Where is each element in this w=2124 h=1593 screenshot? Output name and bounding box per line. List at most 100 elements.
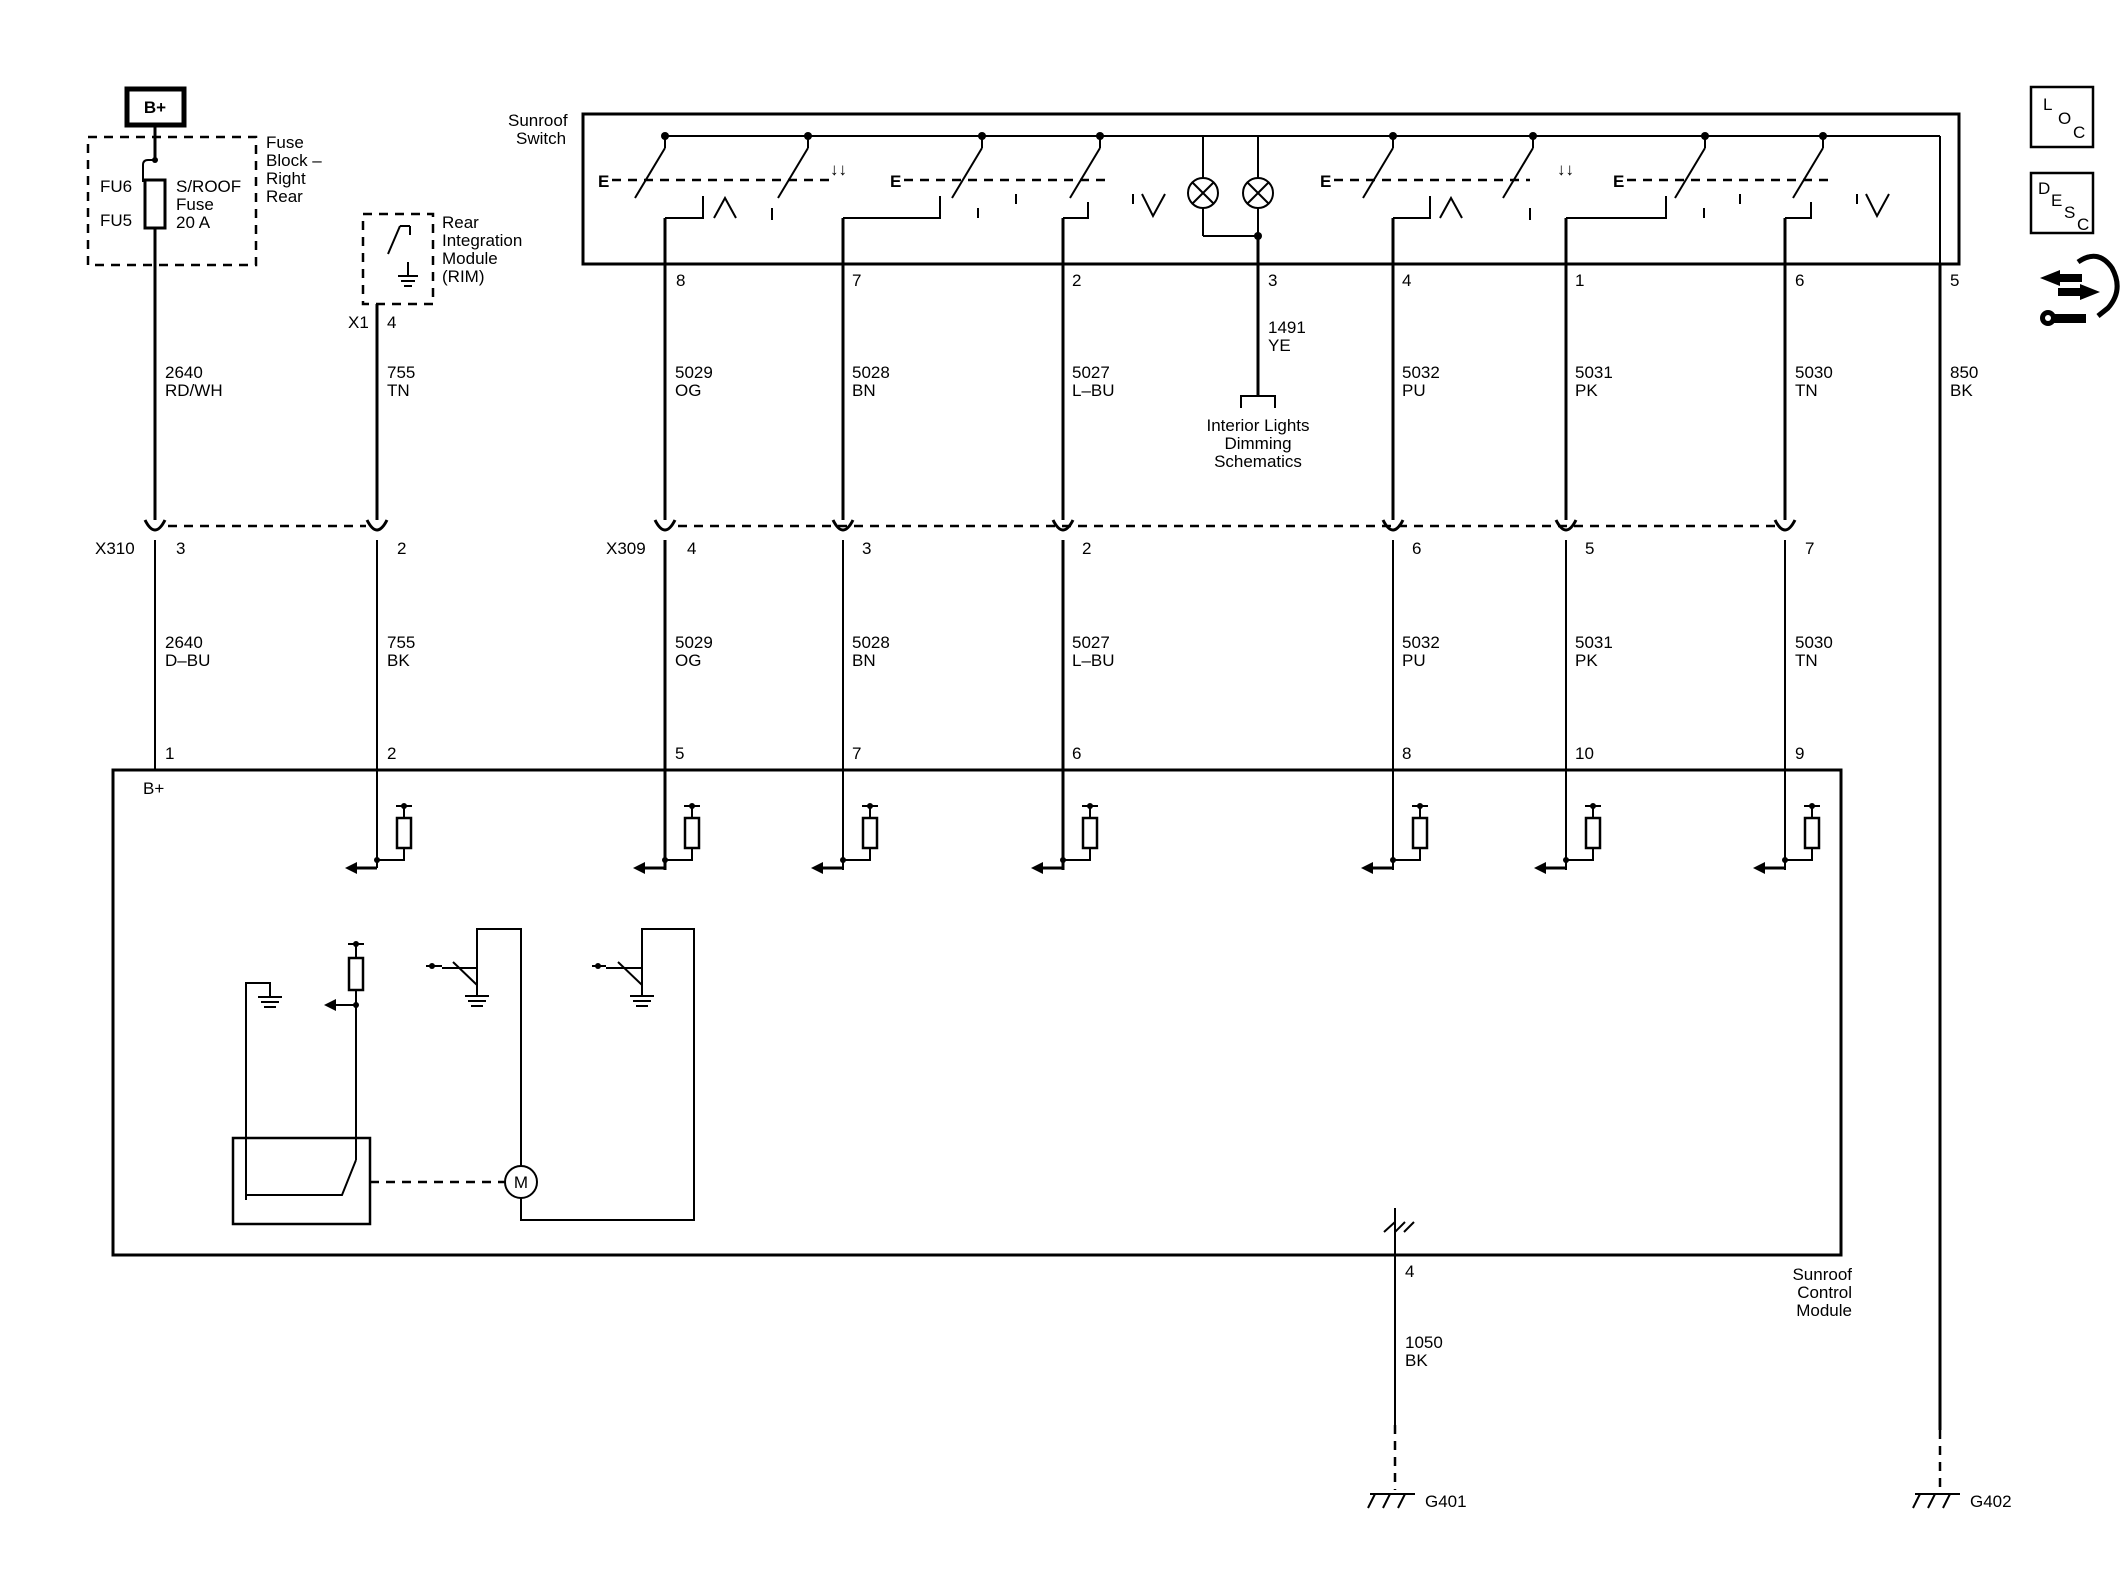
wire-5027-color: L–BU bbox=[1072, 381, 1115, 400]
sunroof-control-module: B+ Sunroof Control Module bbox=[111, 768, 1852, 1320]
wire-850-num: 850 bbox=[1950, 363, 1978, 382]
wire-5030-color: TN bbox=[1795, 381, 1818, 400]
input-circuit-pin-5 bbox=[633, 803, 701, 874]
module-pin-8: 8 bbox=[1402, 744, 1411, 763]
ground-wire-color: BK bbox=[1405, 1351, 1428, 1370]
wire-5029-lower-color: OG bbox=[675, 651, 701, 670]
rim-label-1: Rear bbox=[442, 213, 479, 232]
wire-5027-num: 5027 bbox=[1072, 363, 1110, 382]
rear-integration-module: Rear Integration Module (RIM) X1 4 bbox=[348, 212, 522, 332]
inline-pin-x310-2: 2 bbox=[397, 539, 406, 558]
connector-repair-icon[interactable] bbox=[2040, 253, 2120, 326]
ground-g402: G402 bbox=[1912, 1430, 2012, 1511]
sunroof-switch-label-2: Switch bbox=[516, 129, 566, 148]
ground-g401: G401 bbox=[1367, 1425, 1467, 1511]
ground-wire-num: 1050 bbox=[1405, 1333, 1443, 1352]
g402-label: G402 bbox=[1970, 1492, 2012, 1511]
down-arrows-icon-2: ↓↓ bbox=[1557, 160, 1574, 179]
battery-positive-source: B+ bbox=[124, 86, 187, 128]
interior-lights-label-3: Schematics bbox=[1214, 452, 1302, 471]
location-icon[interactable]: L O C bbox=[2029, 85, 2095, 149]
ground-pin-label: 4 bbox=[1405, 1262, 1414, 1281]
inline-pin-x310-3: 3 bbox=[176, 539, 185, 558]
rim-label-4: (RIM) bbox=[442, 267, 484, 286]
fuse-rating-label: 20 A bbox=[176, 213, 211, 232]
description-icon[interactable]: D E S C bbox=[2029, 171, 2095, 235]
sunroof-switch: Sunroof Switch E ↓↓ E E bbox=[508, 111, 1961, 266]
wire-850-color: BK bbox=[1950, 381, 1973, 400]
wire-5031-num: 5031 bbox=[1575, 363, 1613, 382]
fuse-block-label-3: Right bbox=[266, 169, 306, 188]
interior-lights-reference: Interior Lights Dimming Schematics bbox=[1207, 395, 1310, 471]
input-circuit-pin-10 bbox=[1534, 803, 1602, 874]
wire-5032-lower-num: 5032 bbox=[1402, 633, 1440, 652]
loc-letter-o: O bbox=[2058, 109, 2071, 128]
motor-drive-circuit: M bbox=[231, 928, 1415, 1233]
inline-pin-x309-7: 7 bbox=[1805, 539, 1814, 558]
down-arrows-icon-1: ↓↓ bbox=[830, 160, 847, 179]
switch-e-label-3: E bbox=[1320, 172, 1331, 191]
module-name-label-2: Control bbox=[1797, 1283, 1852, 1302]
sroof-fuse: FU6 FU5 S/ROOF Fuse 20 A bbox=[100, 157, 241, 232]
switch-pin-5: 5 bbox=[1950, 271, 1959, 290]
input-circuit-pin-7 bbox=[811, 803, 879, 874]
module-name-label-3: Module bbox=[1796, 1301, 1852, 1320]
wire-1491-color: YE bbox=[1268, 336, 1291, 355]
wire-5030-lower-num: 5030 bbox=[1795, 633, 1833, 652]
fu6-label: FU6 bbox=[100, 177, 132, 196]
fuse-block-label-2: Block – bbox=[266, 151, 322, 170]
module-pin-6: 6 bbox=[1072, 744, 1081, 763]
fu5-label: FU5 bbox=[100, 211, 132, 230]
wire-5028-lower-color: BN bbox=[852, 651, 876, 670]
desc-letter-d: D bbox=[2038, 179, 2050, 198]
fuse-block-right-rear: Fuse Block – Right Rear bbox=[86, 133, 322, 267]
rim-connector-label: X1 bbox=[348, 313, 369, 332]
bplus-label: B+ bbox=[144, 98, 166, 117]
x309-label: X309 bbox=[606, 539, 646, 558]
input-circuit-pin-6 bbox=[1031, 803, 1099, 874]
interior-lights-label-2: Dimming bbox=[1224, 434, 1291, 453]
wire-755-num: 755 bbox=[387, 363, 415, 382]
wire-2640-lower-color: D–BU bbox=[165, 651, 210, 670]
wire-5027-lower-num: 5027 bbox=[1072, 633, 1110, 652]
module-pin-10: 10 bbox=[1575, 744, 1594, 763]
input-circuit-pin-9 bbox=[1753, 803, 1821, 874]
wire-5031-lower-num: 5031 bbox=[1575, 633, 1613, 652]
loc-letter-l: L bbox=[2043, 95, 2052, 114]
wire-5028-num: 5028 bbox=[852, 363, 890, 382]
inline-pin-x309-3: 3 bbox=[862, 539, 871, 558]
input-circuit-pin-8 bbox=[1361, 803, 1429, 874]
module-pin-9: 9 bbox=[1795, 744, 1804, 763]
switch-pin-4: 4 bbox=[1402, 271, 1411, 290]
wire-5029-lower-num: 5029 bbox=[675, 633, 713, 652]
switch-pin-7: 7 bbox=[852, 271, 861, 290]
module-pin-5: 5 bbox=[675, 744, 684, 763]
switch-pin-2: 2 bbox=[1072, 271, 1081, 290]
module-pin-labels: 1 2 5 7 6 8 10 9 bbox=[165, 744, 1804, 763]
wire-5029-num: 5029 bbox=[675, 363, 713, 382]
wire-5032-num: 5032 bbox=[1402, 363, 1440, 382]
loc-letter-c: C bbox=[2073, 123, 2085, 142]
module-pin-7: 7 bbox=[852, 744, 861, 763]
inline-pin-x309-6: 6 bbox=[1412, 539, 1421, 558]
wire-755-color: TN bbox=[387, 381, 410, 400]
wire-1491-num: 1491 bbox=[1268, 318, 1306, 337]
x310-label: X310 bbox=[95, 539, 135, 558]
module-name-label-1: Sunroof bbox=[1792, 1265, 1852, 1284]
wire-2640-lower-num: 2640 bbox=[165, 633, 203, 652]
rim-label-2: Integration bbox=[442, 231, 522, 250]
switch-e-label-2: E bbox=[890, 172, 901, 191]
wire-5030-lower-color: TN bbox=[1795, 651, 1818, 670]
switch-e-label-4: E bbox=[1613, 172, 1624, 191]
rim-pin-label: 4 bbox=[387, 313, 396, 332]
desc-letter-s: S bbox=[2064, 203, 2075, 222]
module-bplus-label: B+ bbox=[143, 779, 164, 798]
wire-5028-color: BN bbox=[852, 381, 876, 400]
fuse-block-label-4: Rear bbox=[266, 187, 303, 206]
wire-5031-color: PK bbox=[1575, 381, 1598, 400]
desc-letter-c: C bbox=[2077, 215, 2089, 234]
wire-5027-lower-color: L–BU bbox=[1072, 651, 1115, 670]
upper-wire-labels: 2640 RD/WH 755 TN 5029 OG 5028 BN 5027 L… bbox=[165, 318, 1978, 400]
wire-5029-color: OG bbox=[675, 381, 701, 400]
